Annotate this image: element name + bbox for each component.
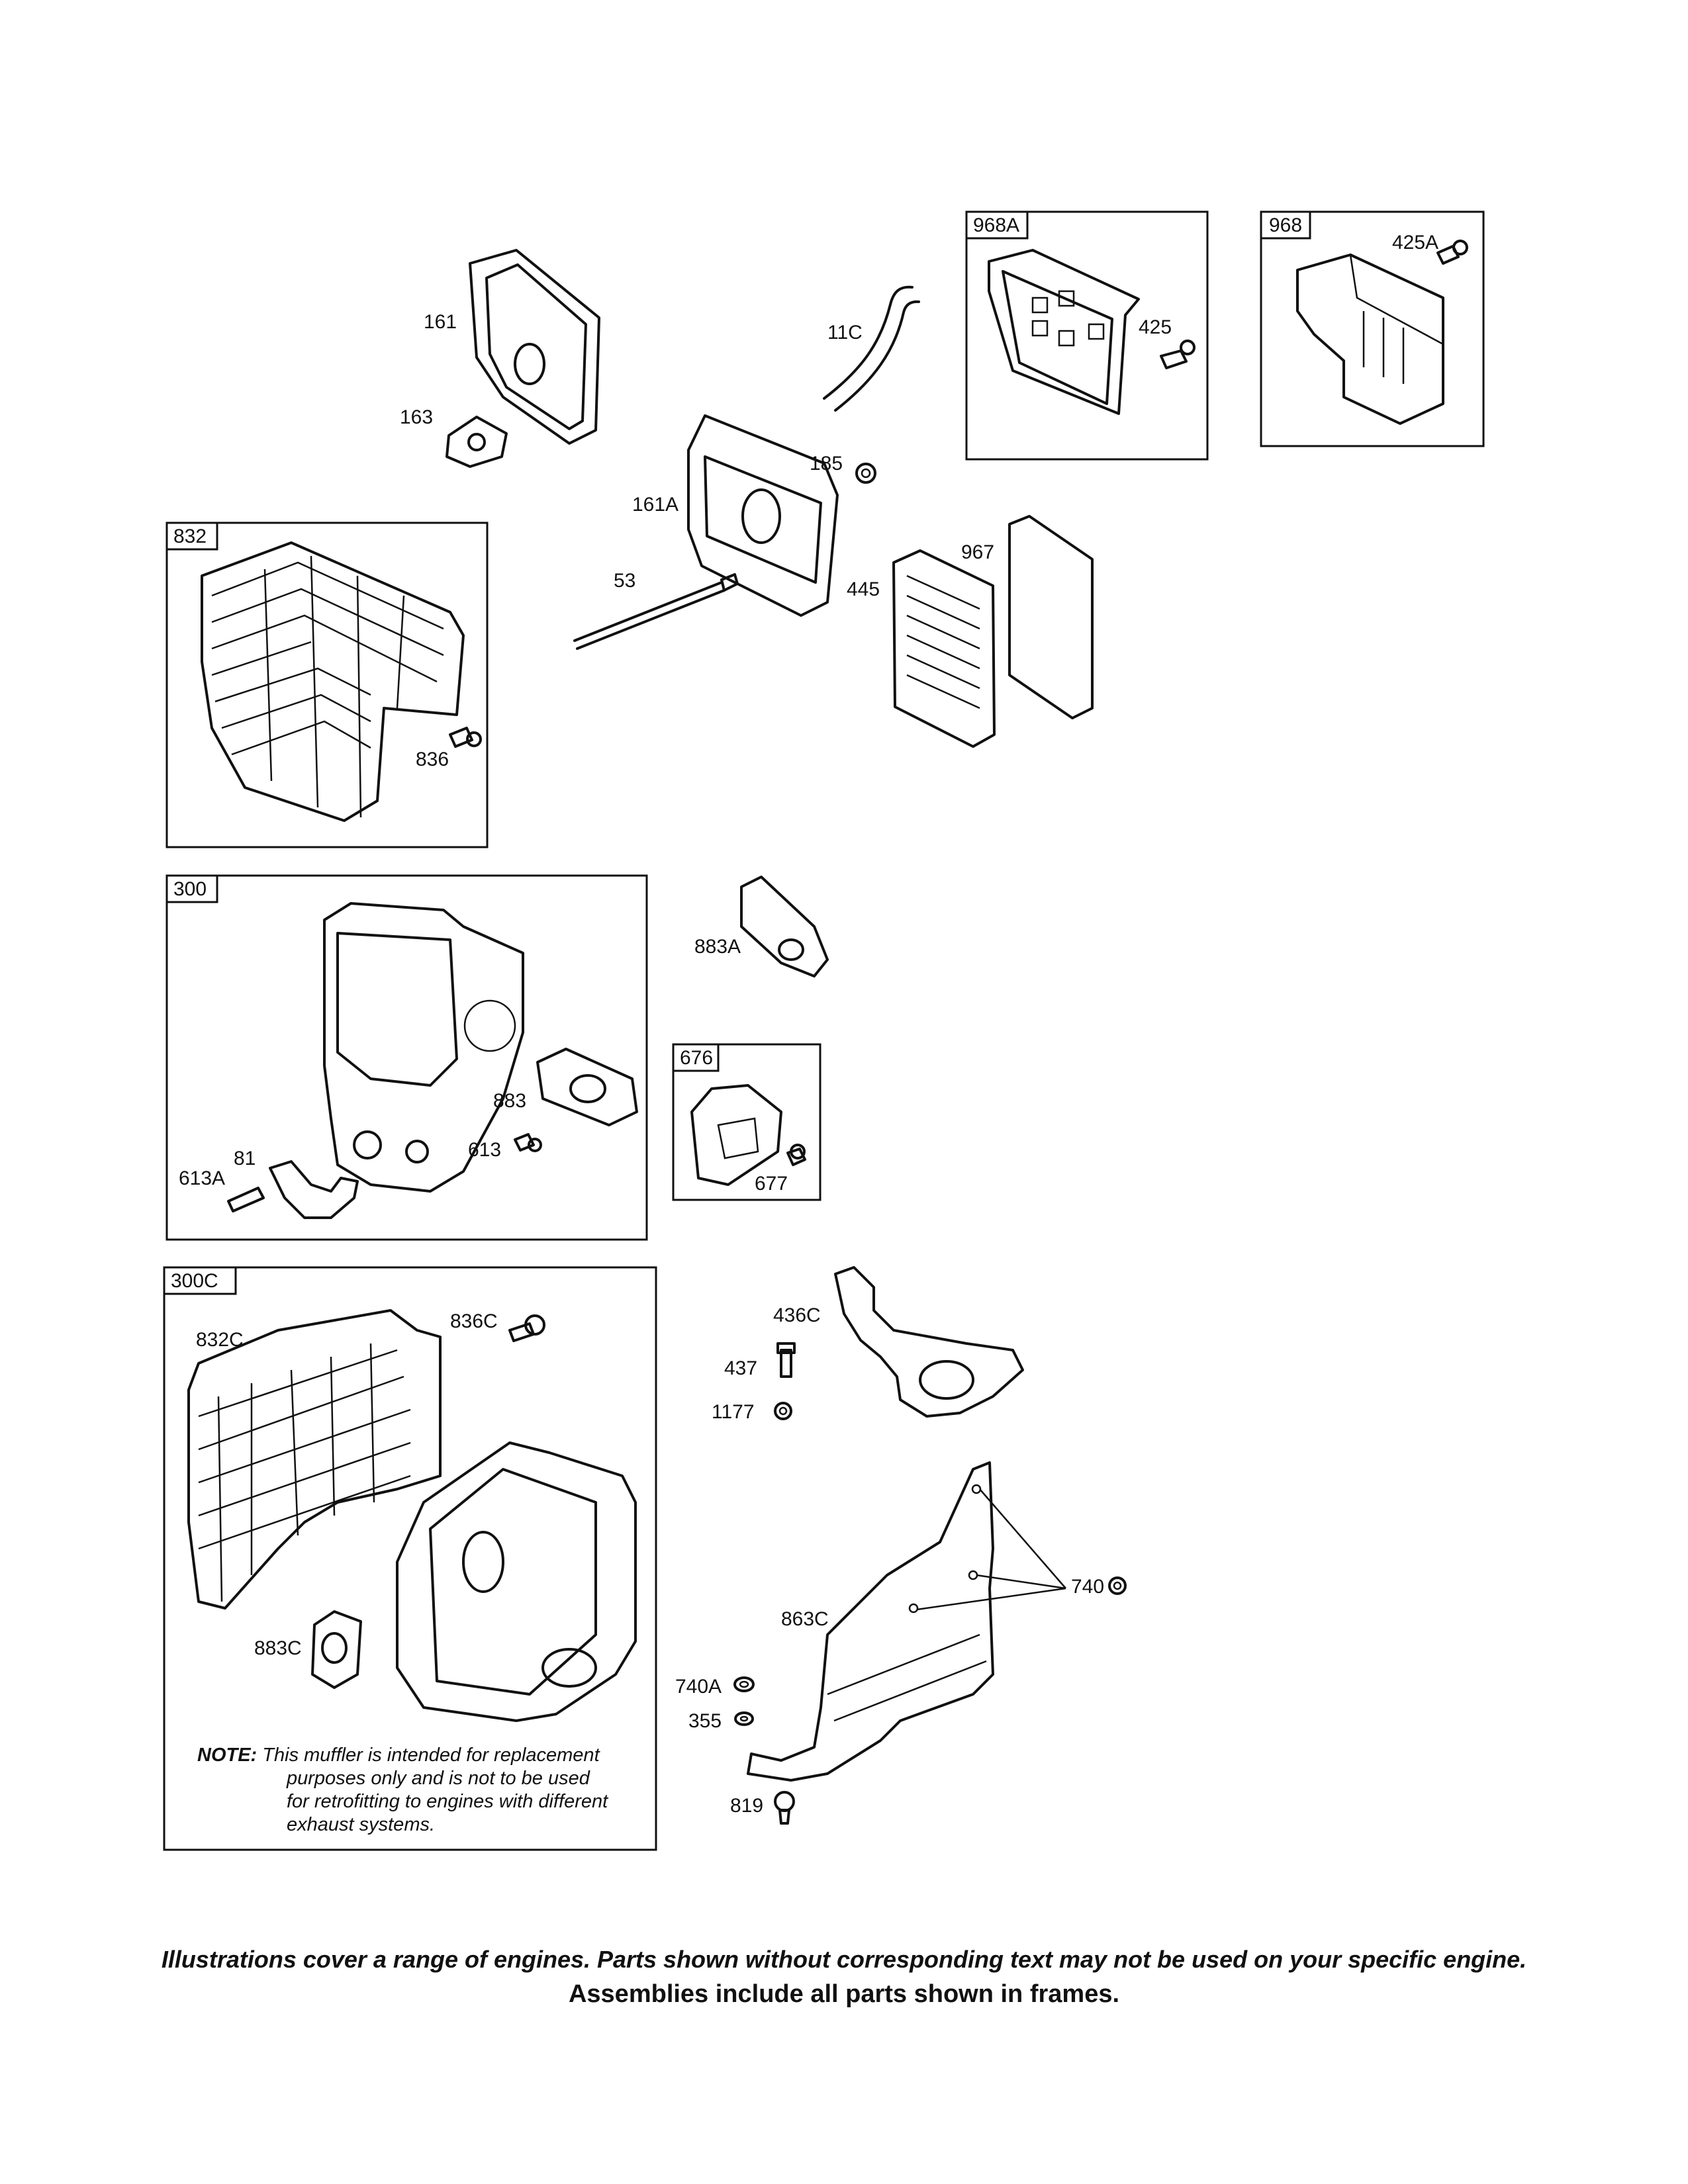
frame-832: 832 [165,522,489,848]
screw-836-part [449,727,482,748]
label-53: 53 [614,570,635,592]
label-883: 883 [493,1090,526,1112]
note-line-3: for retrofitting to engines with differe… [287,1791,608,1812]
frame-968A: 968A [965,210,1209,461]
frame-300C: 300C [163,1266,657,1851]
label-161: 161 [424,311,457,333]
frame-300-tag: 300 [173,878,207,900]
nut-1177-part [774,1402,792,1420]
label-819: 819 [730,1795,763,1817]
label-437: 437 [724,1357,757,1379]
label-740: 740 [1071,1576,1104,1598]
stud-53-part [573,573,739,650]
gasket-163-part [445,416,508,468]
spark-arrester-part [690,1084,782,1186]
breather-tube-part [823,285,920,412]
label-436C: 436C [773,1304,821,1326]
label-1177: 1177 [712,1401,755,1423]
note-line-4: exhaust systems. [287,1814,436,1835]
washer-355-part [734,1711,754,1726]
muffler-guard-part [201,541,465,822]
frame-968: 968 [1260,210,1485,447]
exhaust-elbow-part [834,1266,1024,1418]
muffler-300-part [323,902,524,1193]
frame-300C-tag: 300C [171,1270,218,1292]
label-836C: 836C [450,1310,498,1332]
frame-676-tag: 676 [680,1047,713,1069]
label-355: 355 [688,1710,722,1732]
screw-836C-part [508,1314,545,1342]
air-cleaner-base-part [988,249,1140,415]
screw-425A-part [1436,240,1468,265]
nut-740-part [1108,1576,1127,1595]
note-prefix: NOTE: [197,1745,258,1766]
frame-968-tag: 968 [1269,214,1302,236]
screw-613A-part [227,1187,265,1212]
screw-425-part [1160,340,1196,369]
screw-677-part [786,1144,806,1166]
valve-cover-part [469,249,600,445]
label-836: 836 [416,749,449,770]
screw-437-part [776,1342,796,1378]
label-81: 81 [234,1148,256,1169]
breather-cover-part [687,414,839,617]
label-161A: 161A [632,494,679,516]
label-967: 967 [961,541,994,563]
gasket-883-part [536,1048,638,1126]
label-163: 163 [400,406,433,428]
washer-740A-part [733,1676,755,1692]
gasket-883C-part [311,1610,362,1689]
frame-300: 300 [165,874,648,1241]
muffler-300C-part [396,1441,637,1722]
label-677: 677 [755,1173,788,1195]
nut-185-part [855,463,876,484]
note-line-1: This muffler is intended for replacement [262,1745,600,1766]
deflector-81-part [269,1160,359,1219]
label-832C: 832C [196,1329,244,1351]
screw-613-part [514,1133,542,1152]
label-740A: 740A [675,1676,722,1698]
label-883C: 883C [254,1637,302,1659]
label-863C: 863C [781,1608,829,1630]
bracket-863C-part [747,1461,1066,1782]
label-445: 445 [847,578,880,600]
footer-assemblies: Assemblies include all parts shown in fr… [568,1980,1120,2008]
gasket-883A-part [740,876,829,978]
air-cleaner-cover-part [1296,253,1444,425]
frame-968A-tag: 968A [973,214,1019,236]
label-185: 185 [810,453,843,475]
note-line-2: purposes only and is not to be used [287,1768,590,1789]
screw-819-part [774,1791,795,1825]
label-425: 425 [1139,316,1172,338]
label-613A: 613A [179,1167,225,1189]
pre-cleaner-part [1008,515,1094,719]
label-883A: 883A [694,936,741,958]
muffler-guard-832C-part [187,1309,442,1610]
frame-832-tag: 832 [173,525,207,547]
label-425A: 425A [1392,232,1438,253]
label-11C: 11C [827,322,863,343]
air-filter-part [892,549,996,748]
label-613: 613 [468,1139,501,1161]
muffler-note: NOTE: This muffler is intended for repla… [197,1744,634,1837]
frame-676: 676 [672,1043,821,1201]
footer-disclaimer: Illustrations cover a range of engines. … [161,1946,1527,1973]
